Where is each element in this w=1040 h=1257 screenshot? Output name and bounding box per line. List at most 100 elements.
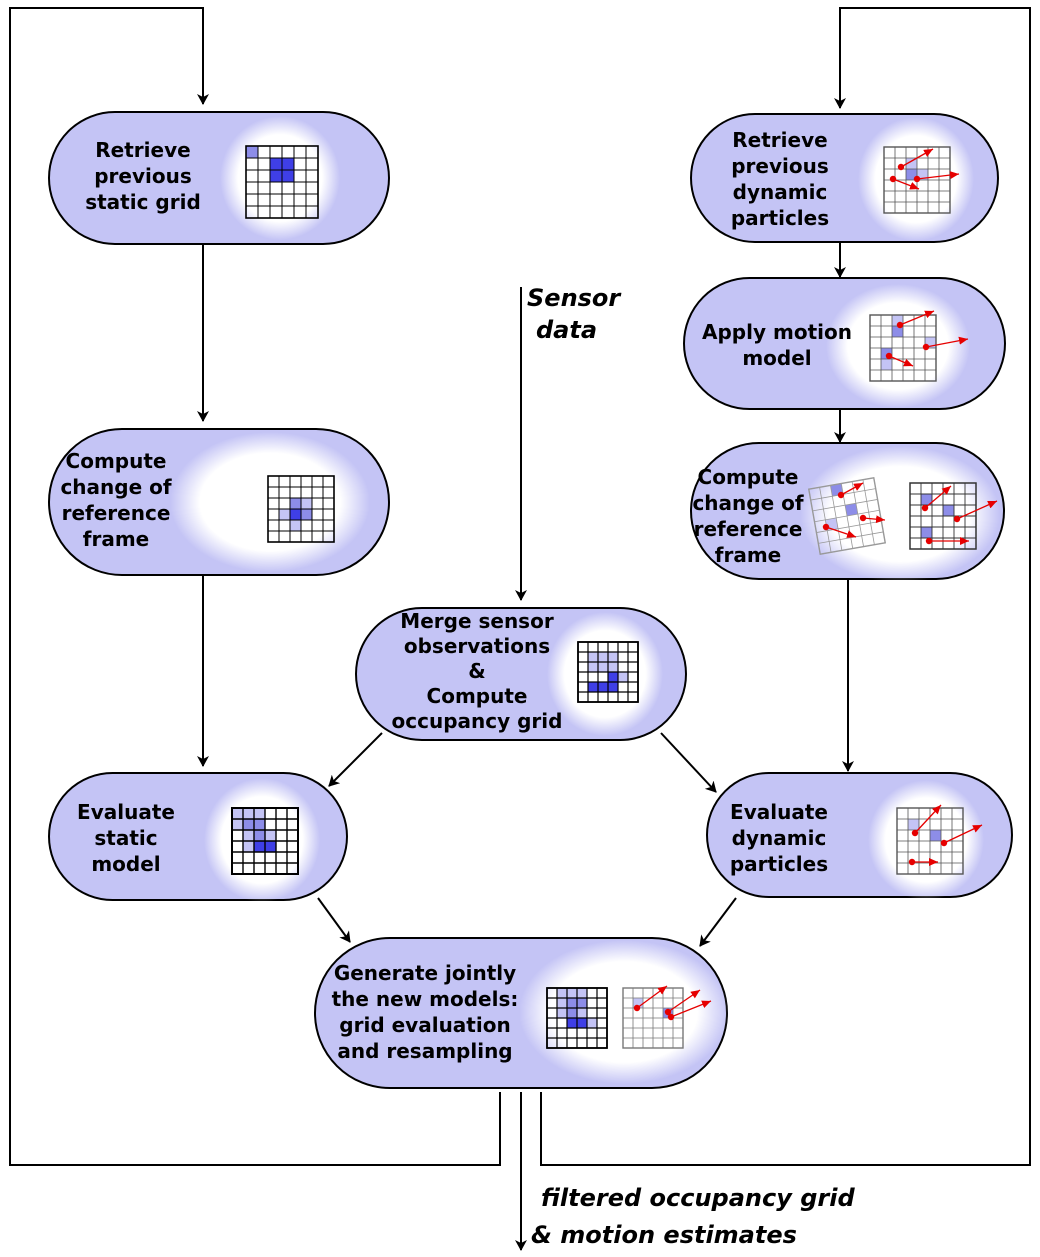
grid-cell-filled	[567, 1018, 577, 1028]
grid-cell-filled	[906, 158, 917, 169]
node-compute-change-ref-dynamic-label-line: Compute	[698, 465, 799, 489]
particle	[940, 824, 983, 847]
particle	[885, 352, 914, 367]
grid-cell-filled	[567, 1008, 577, 1018]
static-grid-icon	[245, 145, 319, 219]
output-label-line2: & motion estimates	[531, 1221, 797, 1249]
node-retrieve-dynamic-particles-label-line: particles	[731, 206, 829, 230]
node-generate-joint-models-label-line: Generate jointly	[334, 961, 516, 985]
node-merge-sensor-observations-label-line: Compute	[427, 684, 528, 708]
node-compute-change-ref-static-label-line: reference	[62, 501, 171, 525]
node-retrieve-dynamic-particles-label-line: Retrieve	[732, 128, 827, 152]
grid-cell-filled	[588, 682, 598, 692]
node-compute-change-ref-static-glow	[170, 432, 370, 572]
arrow-dynamic-to-generate	[699, 897, 737, 947]
grid-cell-filled	[845, 503, 858, 516]
grid-cell-filled	[282, 170, 294, 182]
grid-cell-filled	[608, 682, 618, 692]
particle	[953, 500, 998, 523]
grid-cell-filled	[567, 988, 577, 998]
particle	[859, 514, 886, 524]
grid-cell-filled	[301, 498, 312, 509]
grid-cell-filled	[598, 662, 608, 672]
grid-cell-filled	[618, 672, 628, 682]
node-evaluate-static-model-label-line: model	[91, 852, 160, 876]
node-compute-change-ref-static-label-line: Compute	[66, 449, 167, 473]
grid-cell-filled	[881, 348, 892, 359]
transformed-particles-grid-icon	[909, 482, 977, 550]
node-merge-sensor-observations-label-line: &	[468, 659, 485, 683]
particle	[922, 336, 969, 351]
particle	[664, 989, 701, 1016]
grid-cell-filled	[243, 808, 254, 819]
grid-cell-filled	[892, 326, 903, 337]
grid-cell-filled	[608, 672, 618, 682]
node-compute-change-ref-static-label-line: change of	[60, 475, 171, 499]
grid-cell-filled	[254, 841, 265, 852]
right-feedback-line	[540, 7, 1031, 1166]
node-retrieve-dynamic-particles-label-line: dynamic	[733, 180, 828, 204]
grid-cell-filled	[254, 830, 265, 841]
particle	[921, 485, 952, 512]
grid-cell-filled	[608, 662, 618, 672]
node-generate-joint-models-label-line: grid evaluation	[339, 1013, 510, 1037]
particle	[913, 171, 960, 183]
node-apply-motion-model-glow	[826, 284, 970, 408]
node-evaluate-dynamic-particles-label-line: particles	[730, 852, 828, 876]
node-retrieve-static-grid-label-line: Retrieve	[95, 138, 190, 162]
grid-cell-filled	[282, 158, 294, 170]
grid-cell-filled	[270, 170, 282, 182]
node-compute-change-ref-dynamic-glow	[800, 446, 1000, 582]
grid-cell-filled	[881, 359, 892, 370]
grid-cell-filled	[917, 169, 928, 180]
sensor-data-label: Sensor data	[527, 284, 629, 344]
particle	[889, 175, 920, 190]
grid-cell-filled	[243, 830, 254, 841]
grid-cell-filled	[587, 1018, 597, 1028]
particle	[911, 804, 942, 837]
grid-cell-filled	[588, 652, 598, 662]
grid-cell-filled	[246, 146, 258, 158]
grid-cell-filled	[243, 841, 254, 852]
grid-cell-filled	[279, 509, 290, 520]
output-label-line1: filtered occupancy grid	[541, 1184, 855, 1212]
grid-cell-filled	[577, 1018, 587, 1028]
static-grid-changed-icon	[267, 475, 335, 543]
arrow-static-to-generate	[317, 897, 351, 943]
grid-cell-filled	[301, 509, 312, 520]
sensor-label-line2: data	[536, 316, 597, 344]
node-evaluate-dynamic-particles-glow	[868, 780, 984, 900]
node-merge-sensor-observations-label-line: Merge sensor	[400, 609, 554, 633]
node-apply-motion-model-label-line: Apply motion	[702, 320, 852, 344]
grid-cell-filled	[243, 819, 254, 830]
grid-cell-filled	[598, 682, 608, 692]
grid-cell-filled	[577, 988, 587, 998]
node-merge-sensor-observations-label-line: occupancy grid	[392, 709, 563, 733]
grid-cell-filled	[577, 1008, 587, 1018]
grid-cell-filled	[232, 819, 243, 830]
particle	[633, 985, 668, 1012]
evaluated-static-grid-icon	[231, 807, 299, 875]
output-label: filtered occupancy grid & motion estimat…	[531, 1184, 863, 1249]
grid-cell-filled	[892, 315, 903, 326]
particle	[837, 482, 864, 499]
grid-cell-filled	[290, 520, 301, 531]
grid-cell-filled	[925, 337, 936, 348]
node-retrieve-dynamic-particles-label-line: previous	[731, 154, 829, 178]
grid-cell-filled	[906, 169, 917, 180]
grid-cell-filled	[265, 830, 276, 841]
node-compute-change-ref-dynamic-label-line: reference	[694, 517, 803, 541]
grid-cell-filled	[254, 808, 265, 819]
